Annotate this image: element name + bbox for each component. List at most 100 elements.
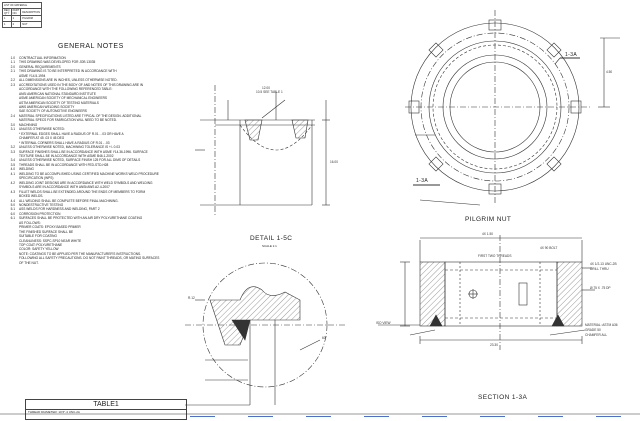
list-item: OF THE NUT. bbox=[6, 261, 176, 265]
note-text: ANSI AMERICAN NATIONAL STANDARD INSTITUT… bbox=[19, 91, 96, 96]
note-text: TOP COAT: POLYURETHANE bbox=[19, 243, 63, 248]
note-text: THE FINISHED SURFACE SHALL BE bbox=[19, 229, 74, 234]
note-number: 3.5 bbox=[10, 162, 15, 167]
footer-link bbox=[538, 416, 563, 417]
note-number: 2.2 bbox=[10, 78, 15, 83]
section-right-3: Ø.75 X .75 DP bbox=[590, 286, 611, 290]
note-text: THREADS SHALL BE IN ACCORDANCE WITH FED-… bbox=[19, 162, 109, 167]
table1-title: TABLE1 bbox=[26, 400, 186, 410]
note-number: 5.0 bbox=[10, 202, 15, 207]
note-text: PRIMER COATS: EPOXY-BASED PRIMER bbox=[19, 225, 81, 230]
note-number: 1.1 bbox=[10, 60, 15, 65]
note-number: 1.0 bbox=[10, 56, 15, 60]
list-item: ASME AMERICAN SOCIETY OF MECHANICAL ENGI… bbox=[6, 96, 176, 100]
note-text: ASME AMERICAN SOCIETY OF MECHANICAL ENGI… bbox=[19, 96, 108, 101]
list-item: 3.5 THREADS SHALL BE IN ACCORDANCE WITH F… bbox=[6, 163, 176, 167]
note-number: 4.1 bbox=[10, 171, 15, 176]
list-item: SAE SOCIETY OF AUTOMOTIVE ENGINEERS bbox=[6, 109, 176, 113]
list-item: 2.0 GENERAL REQUIREMENTS bbox=[6, 65, 176, 69]
note-number: 4.4 bbox=[10, 198, 15, 203]
note-text: FILLET WELDS SHALL BE EXTENDED AROUND TH… bbox=[19, 189, 146, 194]
iso-view-label: ISO VIEW bbox=[376, 321, 391, 325]
note-number: 4.3 bbox=[10, 189, 15, 194]
list-item: SPECIFICATION (WPS) bbox=[6, 176, 176, 180]
note-text: AS FOLLOWS: bbox=[19, 220, 41, 225]
note-number: 5.1 bbox=[10, 207, 15, 212]
list-item: 2.3 ACCREDITATIONS USED IN THE BODY OF AN… bbox=[6, 83, 176, 87]
note-text: TEXTURE SHALL BE IN ACCORDANCE WITH ASME… bbox=[19, 153, 114, 158]
list-item: SYMBOLS ARE IN ACCORDANCE WITH ANSI/AWS … bbox=[6, 185, 176, 189]
section-bottom-1: MATERIAL: ASTM A36 bbox=[585, 323, 618, 327]
list-item: 4.2 WELDING JOINT DESIGNS ARE IN ACCORDAN… bbox=[6, 181, 176, 185]
list-item: FOLLOWING ALL SAFETY PRECAUTIONS. DO NOT… bbox=[6, 256, 176, 260]
note-text: SUITABLE FOR COATING bbox=[19, 234, 57, 239]
note-text: UNLESS OTHERWISE NOTED: bbox=[19, 127, 65, 132]
note-number: 6.0 bbox=[10, 211, 15, 216]
footer-link bbox=[248, 416, 273, 417]
list-item: * EXTERNAL EDGES SHALL HAVE A RADIUS OF … bbox=[6, 132, 176, 136]
section-bottom-3: CHAMFER ALL bbox=[585, 333, 608, 337]
list-item: THE FINISHED SURFACE SHALL BE bbox=[6, 230, 176, 234]
detail-angle: 60° bbox=[322, 336, 327, 340]
section-view bbox=[378, 235, 595, 350]
note-text: BOXED WELDS. bbox=[19, 194, 44, 199]
footer-link bbox=[480, 416, 505, 417]
note-number: 2.4 bbox=[10, 113, 15, 118]
section-note-2: 4X 90 BOLT bbox=[540, 246, 558, 250]
list-item: 4.1 WELDING TO BE ACCOMPLISHED USING CERT… bbox=[6, 172, 176, 176]
note-number: 4.0 bbox=[10, 167, 15, 172]
note-text: ACCREDITATIONS USED IN THE BODY OF AND N… bbox=[19, 82, 144, 87]
dim-section-mid: 23.30 bbox=[490, 343, 498, 347]
note-number: 2.3 bbox=[10, 82, 15, 87]
footer-link bbox=[596, 416, 621, 417]
list-item: PRIMER COATS: EPOXY-BASED PRIMER bbox=[6, 225, 176, 229]
material-list-table: LIST OF MATERIAL REQ QTY PART NO. DESCRI… bbox=[2, 2, 42, 28]
note-text: CLEANLINESS: SSPC-SP10 NEAR WHITE bbox=[19, 238, 82, 243]
footer-link bbox=[422, 416, 447, 417]
note-text: NONDESTRUCTIVE TESTING bbox=[19, 202, 64, 207]
footer-link bbox=[190, 416, 215, 417]
list-item: NOTE: COATINGS TO BE APPLIED PER THE MAN… bbox=[6, 252, 176, 256]
list-item: AWS AMERICAN WELDING SOCIETY bbox=[6, 105, 176, 109]
section-right-1: 4X 1/2-13 UNC-2B bbox=[590, 262, 617, 266]
list-item: CHAMFER AT 45 .03 X 45 DEG bbox=[6, 136, 176, 140]
section-note-1: FIRST TWO THREADS bbox=[478, 254, 512, 258]
detail-scale-label: SCALE 1:1 bbox=[262, 244, 277, 248]
list-item: 6.0 CORROSION PROTECTION bbox=[6, 212, 176, 216]
note-text: SPECIFICATION (WPS) bbox=[19, 176, 54, 181]
note-text: WELDING TO BE ACCOMPLISHED USING CERTIFI… bbox=[19, 171, 159, 176]
note-text: WELDING JOINT DESIGNS ARE IN ACCORDANCE … bbox=[19, 180, 153, 185]
list-item: MATERIAL SPECS FOR FABRICATION WILL NEED… bbox=[6, 118, 176, 122]
note-text: CORROSION PROTECTION bbox=[19, 211, 61, 216]
note-number: 2.0 bbox=[10, 64, 15, 69]
list-item: 4.4 ALL WELDING SHALL BE COMPLETE BEFORE … bbox=[6, 199, 176, 203]
dim-top-sub: 10.5 SEE TABLE 1 bbox=[256, 90, 283, 94]
note-text: FOLLOWING ALL SAFETY PRECAUTIONS. DO NOT… bbox=[19, 256, 160, 261]
dim-section-top: 4X 1.50 bbox=[482, 232, 493, 236]
list-item: * INTERNAL CORNERS SHALL HAVE A RADIUS O… bbox=[6, 141, 176, 145]
list-item: TOP COAT: POLYURETHANE bbox=[6, 243, 176, 247]
detail-view bbox=[185, 262, 345, 406]
note-text: ALL WELDING SHALL BE COMPLETE BEFORE FIN… bbox=[19, 198, 119, 203]
note-text: ASME Y14.5-1994 bbox=[19, 73, 46, 78]
footer-link bbox=[364, 416, 389, 417]
note-number: 4.2 bbox=[10, 180, 15, 185]
list-item: ASTM AMERICAN SOCIETY OF TESTING MATERIA… bbox=[6, 101, 176, 105]
list-item: ACCORDANCE WITH THE FOLLOWING REFERENCED… bbox=[6, 87, 176, 91]
general-notes-title: GENERAL NOTES bbox=[58, 43, 124, 50]
dim-ring: 4.50 bbox=[606, 70, 613, 74]
note-text: GENERAL REQUIREMENTS bbox=[19, 64, 61, 69]
note-number: 3.4 bbox=[10, 158, 15, 163]
footer-link bbox=[306, 416, 331, 417]
